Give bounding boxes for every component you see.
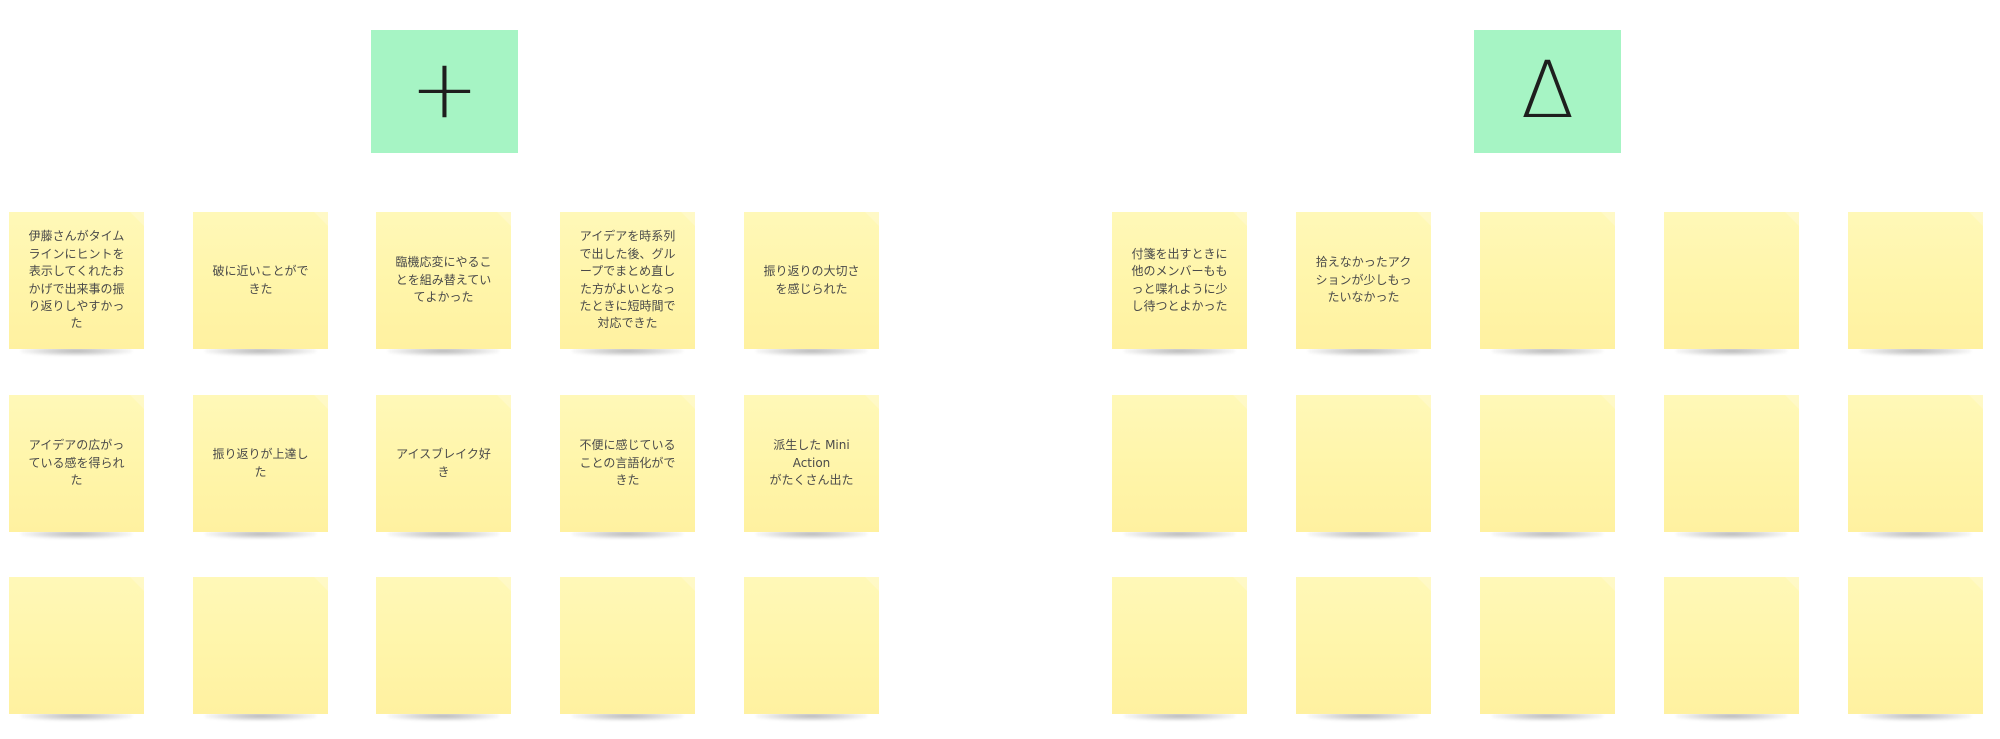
delta-note-r1c2[interactable]: 拾えなかったアク ションが少しもっ たいなかった — [1296, 212, 1431, 349]
plus-note-r3c3[interactable] — [376, 577, 511, 714]
plus-note-text: 不便に感じている ことの言語化がで きた — [579, 438, 676, 488]
plus-note-r3c4[interactable] — [560, 577, 695, 714]
delta-note-r2c3[interactable] — [1480, 395, 1615, 532]
delta-note-r1c3[interactable] — [1480, 212, 1615, 349]
plus-note-r2c4[interactable]: 不便に感じている ことの言語化がで きた — [560, 395, 695, 532]
plus-note-text: アイスブレイク好 き — [396, 447, 491, 479]
plus-note-r1c4[interactable]: アイデアを時系列 で出した後、グル ープでまとめ直し た方がよいとなっ たときに… — [560, 212, 695, 349]
plus-note-text: 振り返りの大切さ を感じられた — [763, 264, 860, 296]
delta-note-text: 拾えなかったアク ションが少しもっ たいなかった — [1315, 255, 1412, 305]
delta-note-r2c1[interactable] — [1112, 395, 1247, 532]
plus-note-text: アイデアを時系列 で出した後、グル ープでまとめ直し た方がよいとなっ たときに… — [579, 229, 676, 331]
plus-note-r2c3[interactable]: アイスブレイク好 き — [376, 395, 511, 532]
delta-note-r3c2[interactable] — [1296, 577, 1431, 714]
delta-note-r1c4[interactable] — [1664, 212, 1799, 349]
delta-note-text: 付箋を出すときに 他のメンバーもも っと喋れように少 し待つとよかった — [1131, 246, 1228, 313]
delta-note-r3c5[interactable] — [1848, 577, 1983, 714]
delta-header-symbol: Δ — [1520, 45, 1575, 136]
delta-note-r3c4[interactable] — [1664, 577, 1799, 714]
plus-note-r2c5[interactable]: 派生した Mini Action がたくさん出た — [744, 395, 879, 532]
plus-note-r3c5[interactable] — [744, 577, 879, 714]
plus-header-card[interactable]: + — [371, 30, 518, 153]
delta-note-r2c2[interactable] — [1296, 395, 1431, 532]
plus-note-r1c5[interactable]: 振り返りの大切さ を感じられた — [744, 212, 879, 349]
delta-note-r3c1[interactable] — [1112, 577, 1247, 714]
delta-note-r2c4[interactable] — [1664, 395, 1799, 532]
delta-note-r2c5[interactable] — [1848, 395, 1983, 532]
delta-header-card[interactable]: Δ — [1474, 30, 1621, 153]
delta-note-r1c5[interactable] — [1848, 212, 1983, 349]
delta-note-r1c1[interactable]: 付箋を出すときに 他のメンバーもも っと喋れように少 し待つとよかった — [1112, 212, 1247, 349]
delta-note-r3c3[interactable] — [1480, 577, 1615, 714]
plus-note-r1c2[interactable]: 破に近いことがで きた — [193, 212, 328, 349]
plus-note-r1c1[interactable]: 伊藤さんがタイム ラインにヒントを 表示してくれたお かげで出来事の振 り返りし… — [9, 212, 144, 349]
plus-note-r3c1[interactable] — [9, 577, 144, 714]
plus-note-text: 破に近いことがで きた — [212, 264, 309, 296]
plus-note-r2c2[interactable]: 振り返りが上達し た — [193, 395, 328, 532]
plus-header-symbol: + — [410, 41, 479, 137]
plus-note-r3c2[interactable] — [193, 577, 328, 714]
plus-note-text: 振り返りが上達し た — [212, 447, 309, 479]
plus-note-r2c1[interactable]: アイデアの広がっ ている感を得られ た — [9, 395, 144, 532]
plus-note-text: アイデアの広がっ ている感を得られ た — [28, 438, 125, 488]
plus-note-text: 伊藤さんがタイム ラインにヒントを 表示してくれたお かげで出来事の振 り返りし… — [28, 229, 125, 331]
plus-note-text: 派生した Mini Action がたくさん出た — [769, 438, 854, 488]
plus-note-text: 臨機応変にやるこ とを組み替えてい てよかった — [395, 255, 492, 305]
plus-note-r1c3[interactable]: 臨機応変にやるこ とを組み替えてい てよかった — [376, 212, 511, 349]
